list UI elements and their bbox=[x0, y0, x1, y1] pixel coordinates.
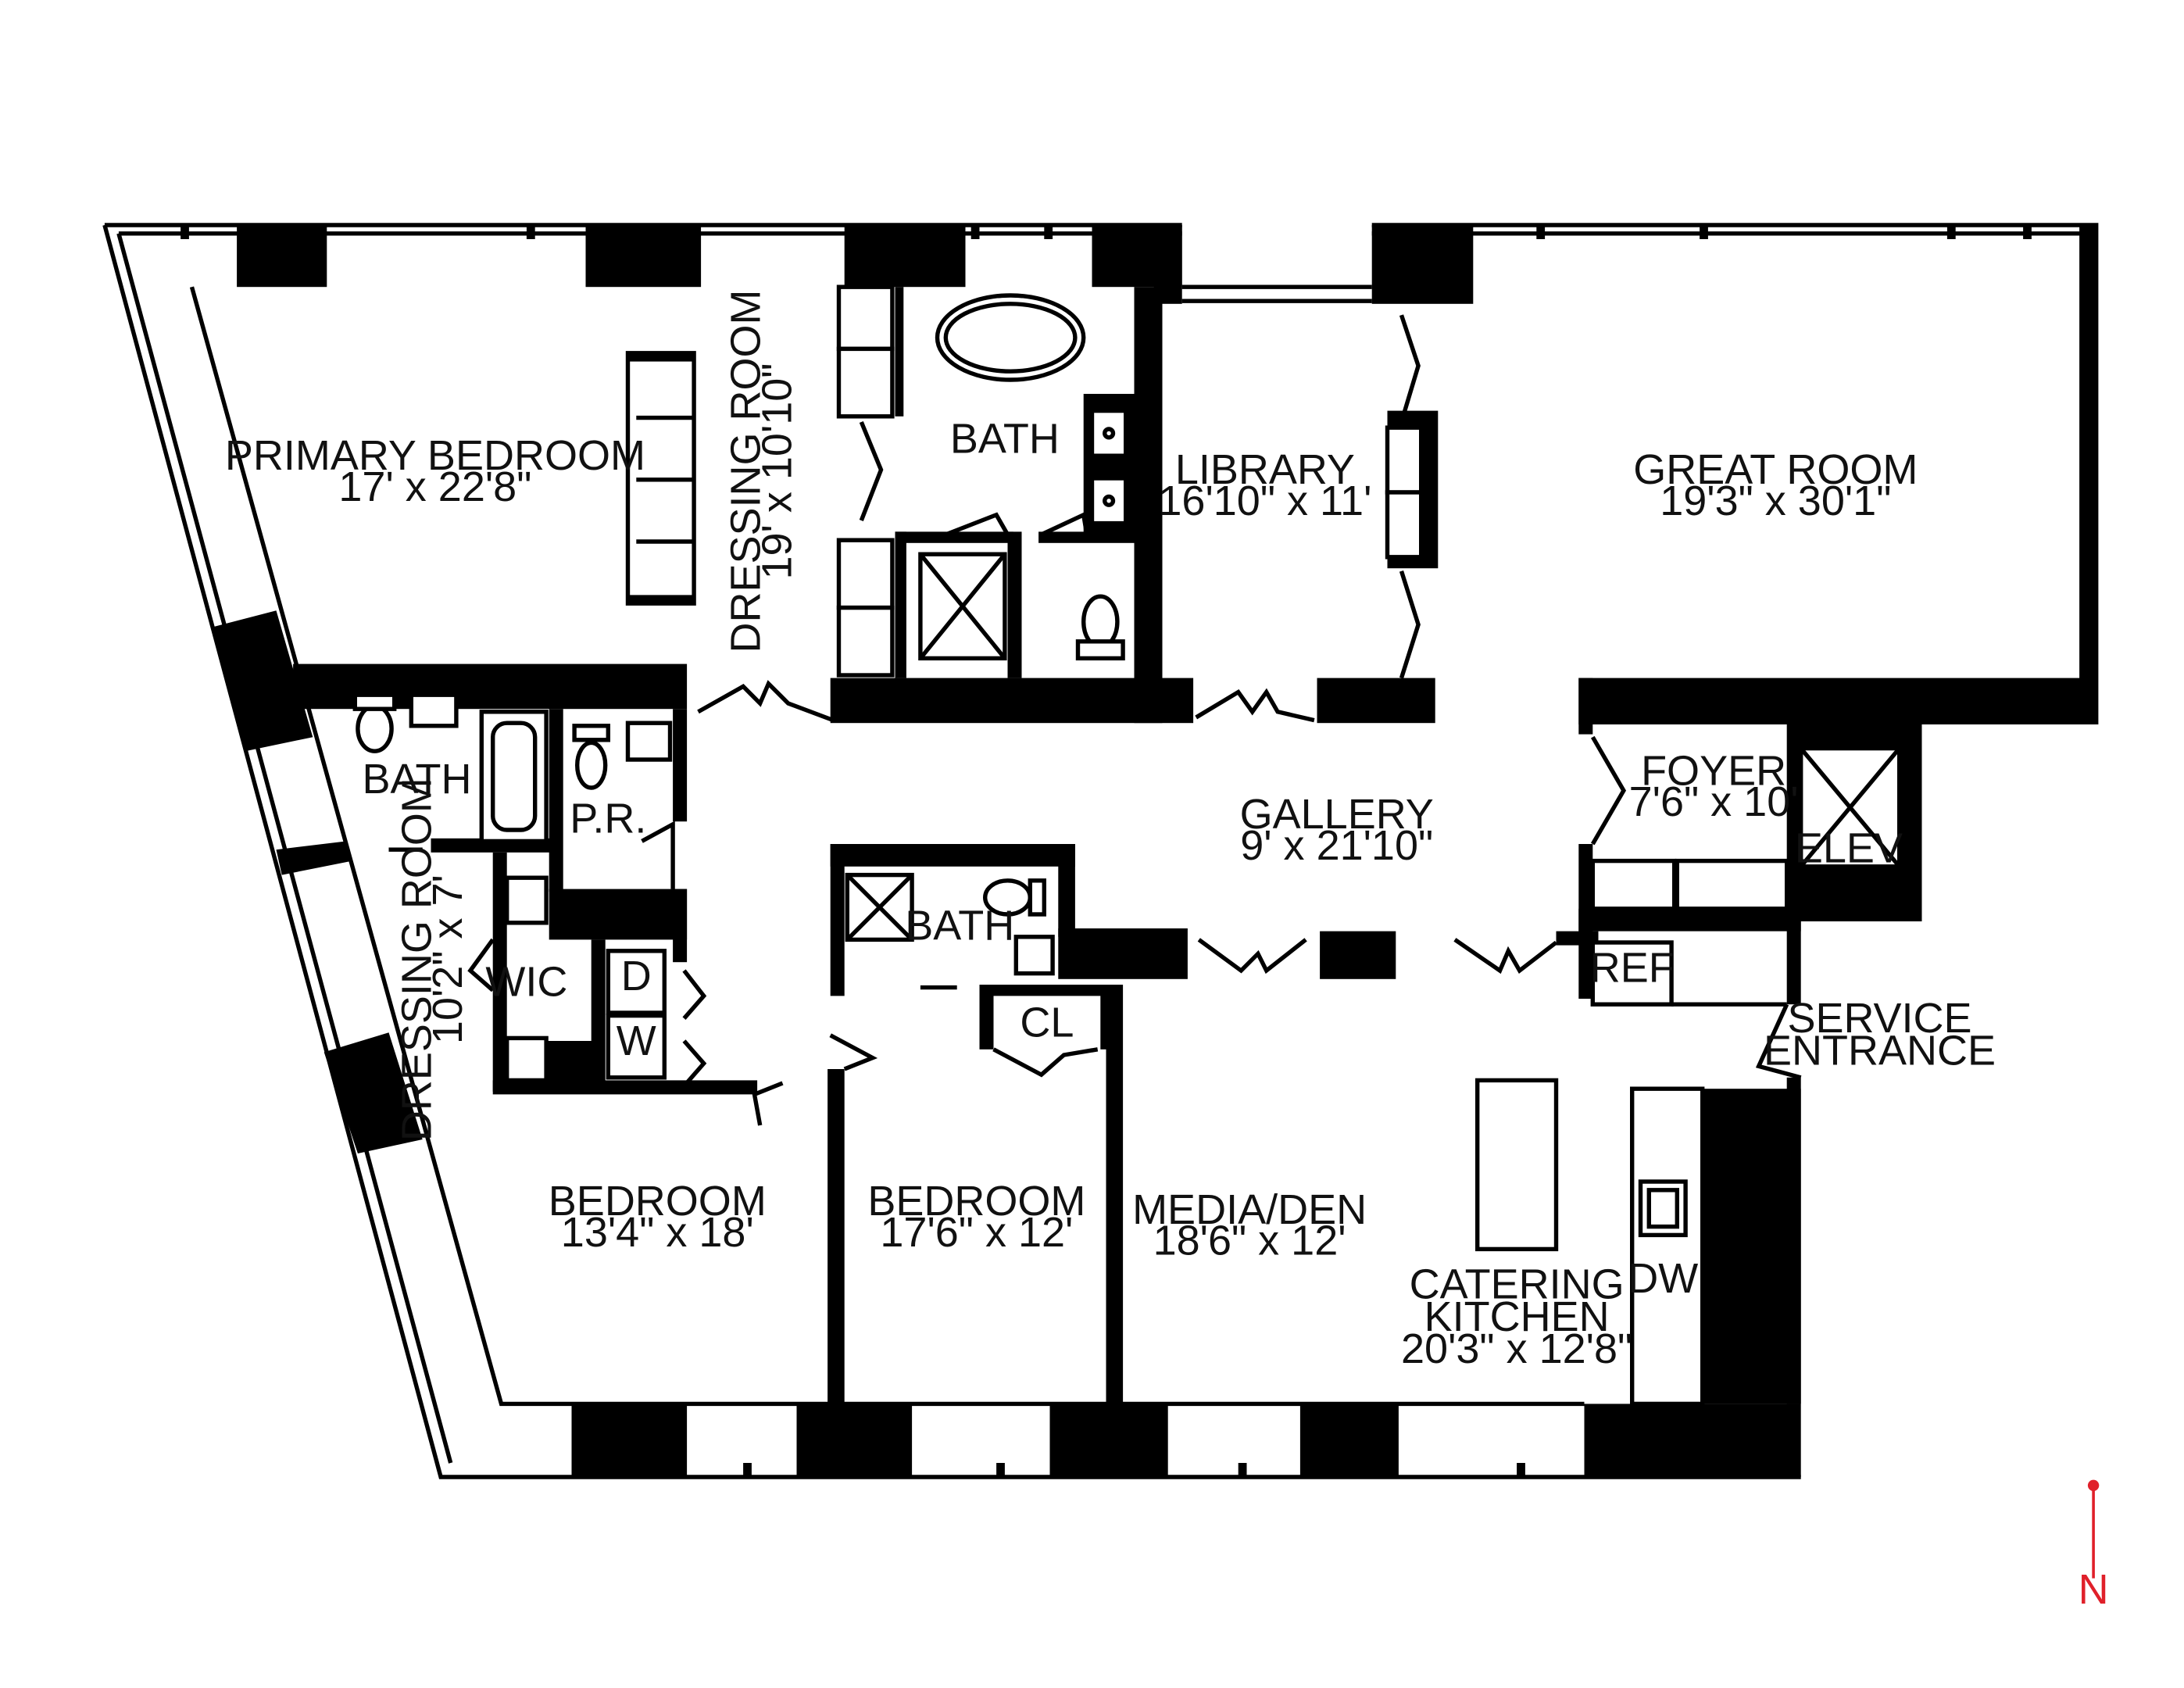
label-primary-bedroom: PRIMARY BEDROOM bbox=[225, 432, 645, 479]
label-dryer: D bbox=[621, 953, 652, 1000]
label-washer: W bbox=[617, 1017, 656, 1064]
size-media-den: 18'6" x 12' bbox=[1153, 1218, 1346, 1264]
size-library: 16'10" x 11' bbox=[1158, 477, 1371, 524]
label-bath-west: BATH bbox=[362, 756, 471, 803]
label-dishwasher: DW bbox=[1628, 1255, 1698, 1302]
doors bbox=[388, 314, 1802, 1126]
label-primary-bath: BATH bbox=[950, 416, 1060, 463]
label-catering-kitchen-1: CATERING bbox=[1410, 1261, 1625, 1307]
size-gallery: 9' x 21'10" bbox=[1240, 822, 1433, 869]
label-catering-kitchen-2: KITCHEN bbox=[1424, 1293, 1610, 1340]
label-bedroom-1: BEDROOM bbox=[549, 1178, 767, 1225]
label-dressing-room-1: DRESSING ROOM bbox=[723, 289, 770, 653]
label-service-entrance-1: SERVICE bbox=[1787, 995, 1971, 1042]
size-bedroom-2: 17'6" x 12' bbox=[880, 1209, 1073, 1256]
size-great-room: 19'3" x 30'1" bbox=[1660, 477, 1891, 524]
label-gallery: GALLERY bbox=[1240, 791, 1434, 838]
room-labels: PRIMARY BEDROOM 17' x 22'8" DRESSING ROO… bbox=[225, 289, 1996, 1372]
fixtures bbox=[352, 284, 1902, 1407]
label-closet: CL bbox=[1020, 1000, 1074, 1046]
label-service-entrance-2: ENTRANCE bbox=[1764, 1028, 1996, 1075]
label-powder-room: P.R. bbox=[570, 796, 646, 842]
size-bedroom-1: 13'4" x 18' bbox=[561, 1209, 754, 1256]
compass-north-label: N bbox=[2079, 1566, 2109, 1613]
north-compass: N bbox=[2079, 1479, 2109, 1613]
size-catering-kitchen: 20'3" x 12'8" bbox=[1401, 1325, 1632, 1372]
exterior-walls bbox=[102, 223, 2099, 1479]
label-bath-center: BATH bbox=[905, 902, 1014, 949]
label-wic: WIC bbox=[485, 958, 567, 1005]
label-library: LIBRARY bbox=[1175, 446, 1355, 493]
label-great-room: GREAT ROOM bbox=[1633, 446, 1918, 493]
size-dressing-room-1: 19' x 10'10" bbox=[753, 363, 800, 579]
label-elevator: ELEV bbox=[1795, 824, 1903, 871]
size-foyer: 7'6" x 10' bbox=[1629, 778, 1799, 825]
label-refrigerator: REF bbox=[1590, 944, 1675, 991]
size-dressing-room-2: 10'2" x 7' bbox=[424, 874, 471, 1044]
label-media-den: MEDIA/DEN bbox=[1132, 1186, 1367, 1233]
label-foyer: FOYER bbox=[1641, 747, 1786, 794]
label-bedroom-2: BEDROOM bbox=[867, 1178, 1085, 1225]
label-dressing-room-2: DRESSING ROOM bbox=[394, 778, 441, 1141]
size-primary-bedroom: 17' x 22'8" bbox=[338, 463, 531, 510]
